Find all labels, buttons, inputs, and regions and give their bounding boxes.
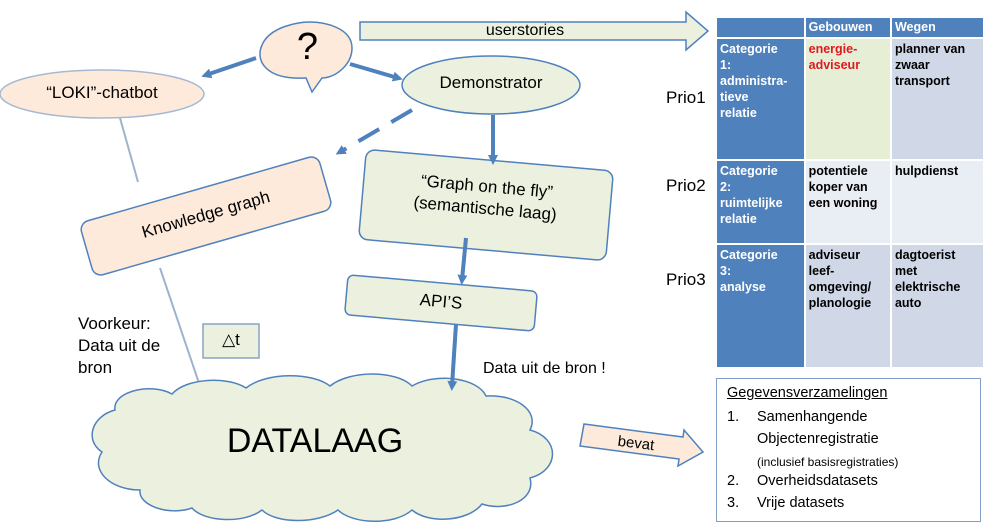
list-text: Vrije datasets xyxy=(757,495,845,511)
list-item: 1. Samenhangende xyxy=(727,409,867,425)
cell-line: potentiele xyxy=(808,164,868,178)
loki-kg-connector xyxy=(119,117,139,183)
list-item: 2. Overheidsdatasets xyxy=(727,473,878,489)
list-number: 2. xyxy=(727,473,740,489)
cell-line: Categorie xyxy=(720,42,778,56)
table-row: Categorie 1: administra- tieve relatie e… xyxy=(715,37,985,161)
list-item-note: (inclusief basisregistraties) xyxy=(757,455,898,469)
table-row: Categorie 3: analyse adviseur leef- omge… xyxy=(715,243,985,369)
datalaag-label: DATALAAG xyxy=(226,422,404,460)
table-cell-wegen: dagtoerist met elektrische auto xyxy=(889,243,985,369)
demonstrator-node xyxy=(401,55,581,115)
cell-line: omgeving/ xyxy=(808,280,872,294)
data-uit-de-bron-label: Data uit de bron ! xyxy=(483,360,606,377)
arrow-to-loki xyxy=(201,56,257,79)
arrow-to-demonstrator xyxy=(349,62,403,82)
userstories-arrow xyxy=(359,10,710,52)
bevat-arrow xyxy=(579,423,705,468)
list-item-continuation: Objectenregistratie xyxy=(757,431,879,447)
cell-line: 3: xyxy=(720,264,732,278)
delta-t-label: △t xyxy=(222,330,240,349)
table-cell-wegen: hulpdienst xyxy=(889,159,985,245)
loki-chatbot-node xyxy=(0,69,205,119)
question-bubble xyxy=(259,21,353,94)
cell-line: Categorie xyxy=(720,164,778,178)
cell-line: dagtoerist xyxy=(894,248,956,262)
cell-line: adviseur xyxy=(808,58,861,72)
cell-line: hulpdienst xyxy=(894,164,959,178)
table-cell-gebouwen: energie- adviseur xyxy=(803,37,892,161)
knowledge-graph-node xyxy=(80,156,332,276)
cell-line: 1: xyxy=(720,58,732,72)
table-cell-category: Categorie 2: ruimtelijke relatie xyxy=(715,159,806,245)
cell-line: elektrische xyxy=(894,280,961,294)
table-header-empty xyxy=(715,16,806,39)
userstories-label: userstories xyxy=(485,22,565,39)
list-text: Samenhangende xyxy=(757,409,868,425)
table-cell-category: Categorie 3: analyse xyxy=(715,243,806,369)
cell-line: tieve xyxy=(720,90,749,104)
voorkeur-line1: Voorkeur: xyxy=(78,314,151,333)
demonstrator-label: Demonstrator xyxy=(439,73,543,92)
cell-line: analyse xyxy=(720,280,766,294)
prio2-label: Prio2 xyxy=(666,176,706,195)
list-item: 3. Vrije datasets xyxy=(727,495,844,511)
table-header-wegen: Wegen xyxy=(889,16,985,39)
list-number: 3. xyxy=(727,495,740,511)
apis-node xyxy=(344,274,538,332)
table-cell-wegen: planner van zwaar transport xyxy=(889,37,985,161)
cell-line: auto xyxy=(894,296,922,310)
prio3-label: Prio3 xyxy=(666,270,706,289)
cell-line: koper van xyxy=(808,180,868,194)
arrow-apis-to-datalaag xyxy=(447,323,458,391)
list-subtext: (inclusief basisregistraties) xyxy=(757,455,899,469)
cell-line: met xyxy=(894,264,918,278)
cell-line: energie- xyxy=(808,42,858,56)
table-header-gebouwen: Gebouwen xyxy=(803,16,892,39)
voorkeur-label: Voorkeur: Data uit de bron xyxy=(78,313,160,379)
arrow-demo-to-kg xyxy=(335,108,414,155)
list-text: Overheidsdatasets xyxy=(757,473,878,489)
cell-line: leef- xyxy=(808,264,835,278)
cell-line: Categorie xyxy=(720,248,778,262)
cell-line: 2: xyxy=(720,180,732,194)
cell-line: adviseur xyxy=(808,248,861,262)
kg-datalaag-connector xyxy=(159,267,203,393)
cell-line: relatie xyxy=(720,106,757,120)
list-text: Objectenregistratie xyxy=(757,431,879,447)
cell-line: zwaar xyxy=(894,58,930,72)
cell-line: relatie xyxy=(720,212,757,226)
cell-line: ruimtelijke xyxy=(720,196,783,210)
table-row: Categorie 2: ruimtelijke relatie potenti… xyxy=(715,159,985,245)
table-cell-gebouwen: potentiele koper van een woning xyxy=(803,159,892,245)
gegevensverzamelingen-box: Gegevensverzamelingen 1. Samenhangende Ob… xyxy=(716,378,981,522)
datalaag-cloud xyxy=(91,373,554,522)
gegevensverzamelingen-title: Gegevensverzamelingen xyxy=(727,385,888,401)
loki-label: “LOKI”-chatbot xyxy=(46,83,158,102)
category-table: Gebouwen Wegen Categorie 1: administra- … xyxy=(715,16,985,369)
cell-line: administra- xyxy=(720,74,788,88)
delta-t-box xyxy=(202,323,260,359)
voorkeur-line2: Data uit de xyxy=(78,336,161,355)
cell-line: een woning xyxy=(808,196,878,210)
table-cell-category: Categorie 1: administra- tieve relatie xyxy=(715,37,806,161)
cell-line: transport xyxy=(894,74,950,88)
cell-line: planner van xyxy=(894,42,966,56)
arrow-graph-to-apis xyxy=(457,237,468,285)
voorkeur-line3: bron xyxy=(78,358,113,377)
prio1-label: Prio1 xyxy=(666,88,706,107)
list-number: 1. xyxy=(727,409,740,425)
cell-line: planologie xyxy=(808,296,872,310)
table-cell-gebouwen: adviseur leef- omgeving/ planologie xyxy=(803,243,892,369)
table-header-row: Gebouwen Wegen xyxy=(715,16,985,39)
question-mark: ? xyxy=(296,26,319,68)
